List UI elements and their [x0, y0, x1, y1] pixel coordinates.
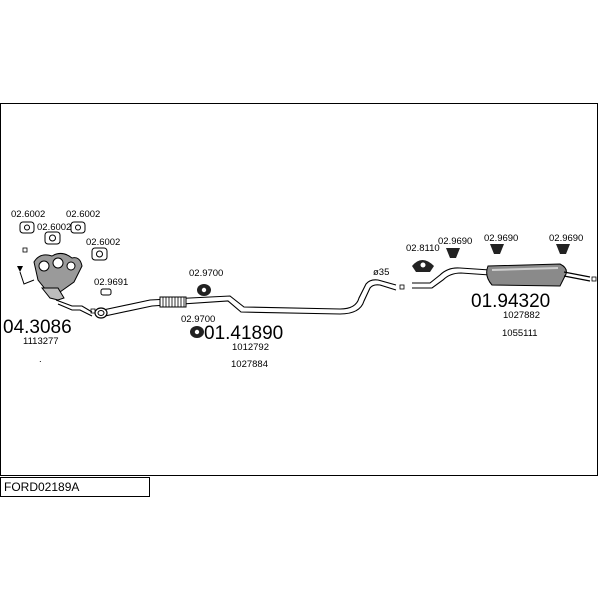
- label-g4: 02.6002: [86, 237, 120, 248]
- rear-muffler: [486, 263, 591, 287]
- part-number-manifold: 04.3086: [3, 317, 72, 338]
- fitting-labels: 02.6002 02.6002 02.6002 02.6002 02.9691 …: [11, 209, 583, 325]
- exhaust-manifold: [17, 252, 93, 317]
- label-h5: 02.9690: [549, 233, 583, 244]
- part-ref-middle-1: 1012792: [232, 342, 269, 353]
- small-square-marker: [90, 308, 96, 314]
- part-ref-middle-2: 1027884: [231, 359, 268, 370]
- part-ref-rear-2: 1055111: [502, 328, 538, 339]
- part-ref-rear-1: 1027882: [503, 310, 540, 321]
- label-r2: 02.8110: [406, 243, 440, 254]
- part-labels: 04.3086 1113277 . 01.41890 1012792 10278…: [3, 291, 550, 370]
- label-g2: 02.6002: [37, 222, 71, 233]
- rear-pipe: [412, 267, 491, 289]
- part-ref-manifold: 1113277: [23, 336, 59, 347]
- hanger-clip-icon: [446, 244, 570, 258]
- small-square-marker: [22, 247, 28, 253]
- dot-mark: .: [39, 354, 42, 365]
- label-h4: 02.9690: [484, 233, 518, 244]
- label-g3: 02.6002: [66, 209, 100, 220]
- flex-section: [159, 296, 187, 308]
- pipe-joint-ring: [94, 307, 108, 319]
- label-h2: 02.9700: [181, 314, 215, 325]
- small-square-marker: [591, 276, 597, 282]
- rubber-hanger-icon: [190, 284, 211, 338]
- rubber-mount-icon: [412, 260, 434, 272]
- part-number-rear: 01.94320: [471, 291, 550, 312]
- diameter-label: ø35: [373, 267, 389, 278]
- label-r1: 02.9691: [94, 277, 128, 288]
- small-square-marker: [399, 284, 405, 290]
- label-h1: 02.9700: [189, 268, 223, 279]
- label-g1: 02.6002: [11, 209, 45, 220]
- part-number-middle: 01.41890: [204, 323, 283, 344]
- sealing-ring-icon: [100, 288, 112, 296]
- exhaust-pipe: [102, 279, 397, 317]
- diagram-frame: [0, 103, 598, 476]
- label-h3: 02.9690: [438, 236, 472, 247]
- gasket-icon: [19, 221, 108, 261]
- diagram-code: FORD02189A: [0, 477, 150, 497]
